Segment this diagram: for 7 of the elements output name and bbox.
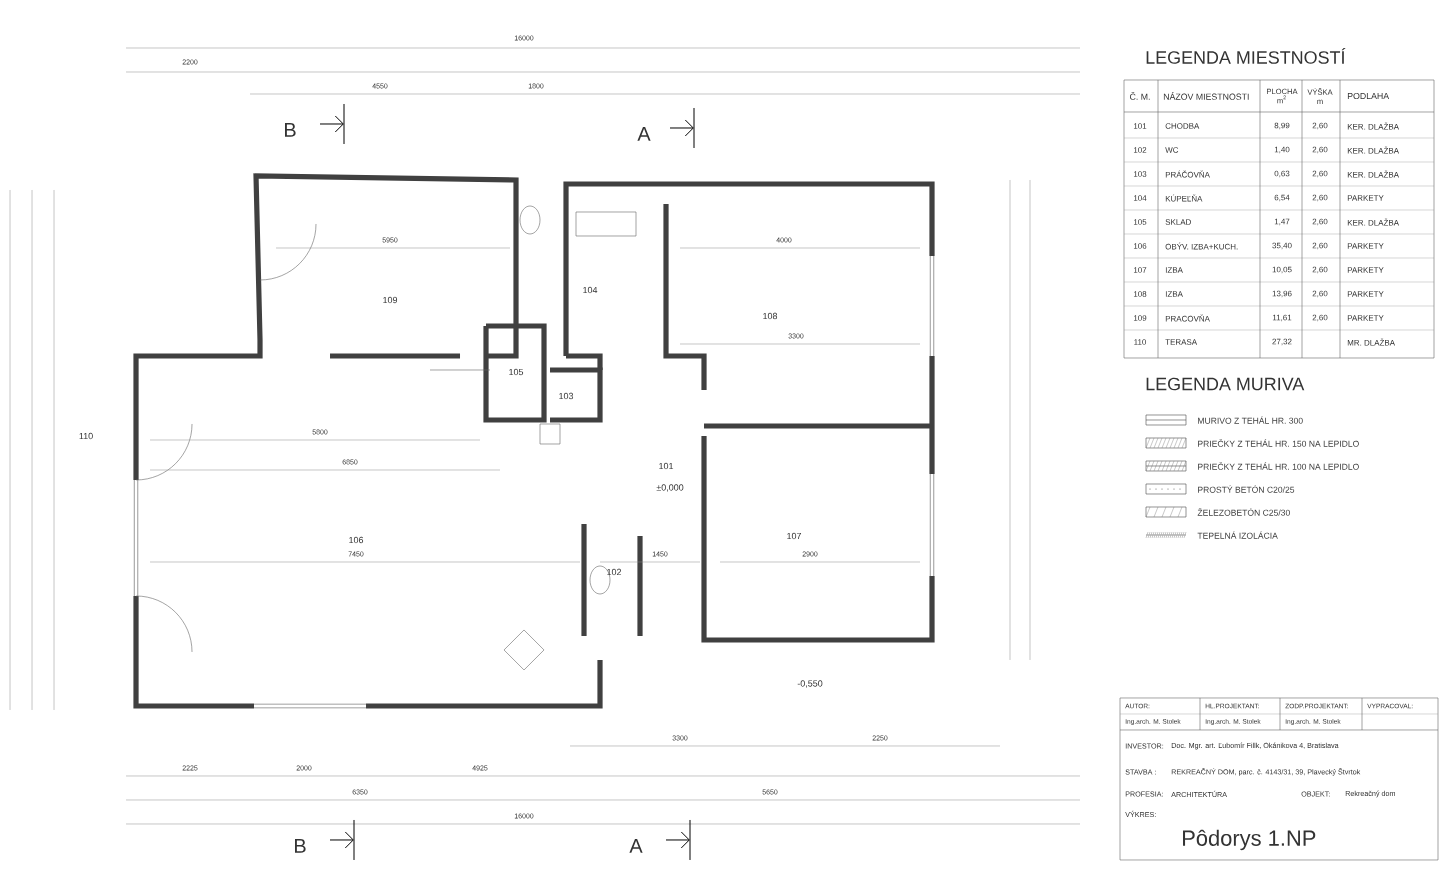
drawing-title: Pôdorys 1.NP bbox=[1183, 829, 1316, 851]
table-title: LEGENDA MIESTNOSTÍ bbox=[1146, 48, 1346, 64]
section-letter: A bbox=[629, 839, 643, 853]
section-letter: B bbox=[295, 839, 306, 853]
section-letter: A bbox=[637, 127, 651, 141]
legend-title: LEGENDA MURIVA bbox=[1146, 377, 1305, 391]
section-letter: B bbox=[285, 123, 296, 137]
